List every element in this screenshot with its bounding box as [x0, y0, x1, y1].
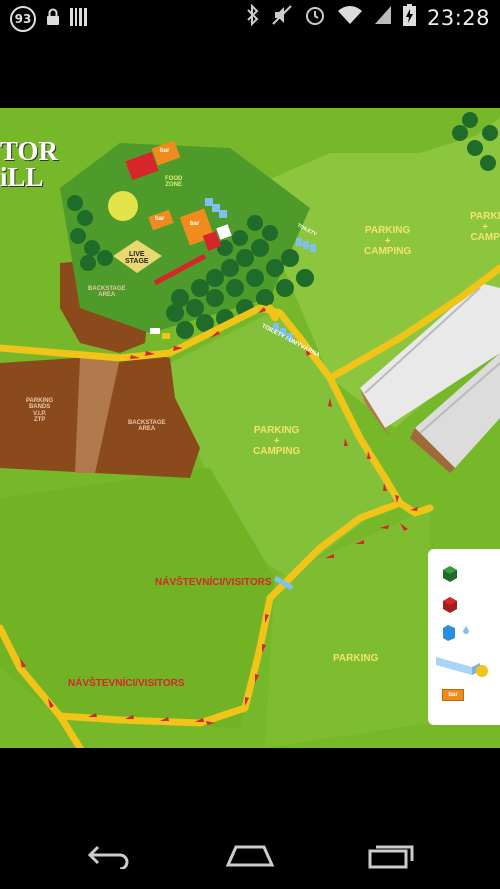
recents-button[interactable]: [362, 840, 418, 876]
label-bar-1: bar: [160, 148, 170, 154]
forest: [67, 112, 498, 339]
festival-logo: TOR iLL: [0, 136, 59, 192]
roads: [0, 264, 500, 748]
label-parking-camping-center: PARKING+CAMPING: [253, 425, 301, 457]
signal-icon: [374, 5, 392, 30]
barcode-icon: [70, 7, 88, 32]
home-icon: [224, 843, 276, 874]
map-legend: bar: [428, 549, 500, 725]
navigation-bar: [0, 820, 500, 889]
bar-icon: bar: [442, 689, 464, 701]
notification-count-badge: 93: [10, 6, 36, 32]
lock-icon: [46, 8, 60, 31]
label-visitors-left: NÁVŠTEVNÍCI/VISITORS: [68, 678, 185, 689]
label-bar-3: bar: [190, 221, 200, 227]
status-bar: 93 23:28: [0, 0, 500, 38]
label-bar-2: bar: [155, 216, 165, 222]
wifi-icon: [337, 5, 363, 30]
bluetooth-icon: [246, 3, 260, 31]
label-parking: PARKING: [333, 653, 379, 664]
map-canvas: [0, 108, 500, 748]
label-parking-camping-edge: PARKI+CAMP: [470, 211, 500, 243]
label-parking-camping-right: PARKING+CAMPING: [364, 225, 412, 257]
battery-charging-icon: [402, 4, 416, 31]
clock: 23:28: [426, 5, 490, 30]
bar-icon-label: bar: [448, 692, 458, 698]
direction-arrows: [20, 307, 418, 725]
tent-buildings: [360, 283, 500, 473]
mute-icon: [271, 4, 293, 31]
back-icon: [86, 843, 134, 874]
home-button[interactable]: [222, 840, 278, 876]
back-button[interactable]: [82, 840, 138, 876]
alarm-icon: [304, 4, 326, 31]
recents-icon: [366, 843, 414, 874]
label-visitors-right: NÁVŠTEVNÍCI/VISITORS: [155, 577, 272, 588]
